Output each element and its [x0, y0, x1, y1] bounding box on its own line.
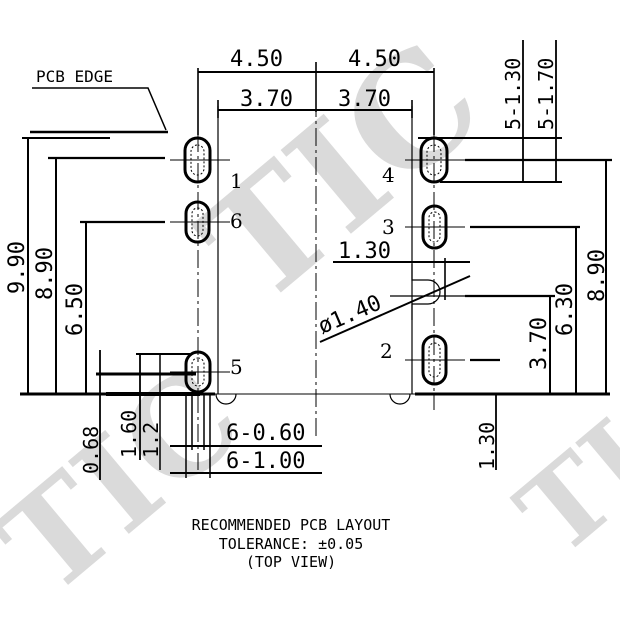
half-hole-left: [215, 393, 237, 405]
half-hole-right: [389, 393, 411, 405]
caption-tolerance: TOLERANCE: ±0.05: [219, 535, 364, 553]
dim-left-inner-label: 3.70: [240, 87, 293, 112]
dimension-labels: PCB EDGE 4.50 4.50 3.70 3.70 5-1.30 5-1.…: [5, 47, 610, 474]
pin-2-label: 2: [380, 339, 393, 363]
pin-5-label: 5: [230, 355, 243, 379]
pin-6-label: 6: [230, 209, 243, 233]
dim-1-30-top-label: 1.30: [338, 239, 391, 264]
dim-1-2-label: 1.2: [139, 422, 163, 458]
pin-3-label: 3: [382, 215, 395, 239]
watermark-text-3: TIC: [494, 339, 620, 580]
slot-pin-1-inner: [190, 144, 205, 176]
pin-1-label: 1: [230, 169, 243, 193]
dim-1-60-label: 1.60: [117, 410, 141, 458]
pcb-edge-label: PCB EDGE: [36, 67, 113, 86]
pcb-edge-leader: [32, 87, 167, 131]
h-8-90-right-label: 8.90: [585, 249, 610, 302]
h-6-50-label: 6.50: [63, 283, 88, 336]
h-9-90-label: 9.90: [5, 241, 30, 294]
caption-title: RECOMMENDED PCB LAYOUT: [192, 516, 391, 534]
h-3-70-label: 3.70: [527, 317, 552, 370]
dim-right-top-label: 4.50: [348, 47, 401, 72]
caption: RECOMMENDED PCB LAYOUT TOLERANCE: ±0.05 …: [192, 516, 391, 571]
dim-6-0-60-label: 6-0.60: [226, 421, 305, 446]
h-6-30-label: 6.30: [553, 283, 578, 336]
dia-leader: [319, 275, 471, 343]
watermark-text-1: TIC: [170, 9, 514, 337]
hole-notch: [411, 264, 441, 320]
h-8-90-left-label: 8.90: [33, 247, 58, 300]
dim-right-inner-label: 3.70: [338, 87, 391, 112]
slot-top-a-label: 5-1.30: [501, 58, 525, 130]
slot-top-b-label: 5-1.70: [534, 58, 558, 130]
caption-view: (TOP VIEW): [246, 553, 336, 571]
dim-6-1-00-label: 6-1.00: [226, 449, 305, 474]
watermark-text-2: TIC: [0, 339, 270, 620]
pin-4-label: 4: [382, 163, 395, 187]
dim-1-30-bottom-label: 1.30: [475, 422, 499, 470]
dimension-lines: [22, 40, 612, 480]
dim-left-top-label: 4.50: [230, 47, 283, 72]
dim-0-68-label: 0.68: [79, 426, 103, 474]
slot-pin-2-inner: [428, 342, 441, 378]
slots: [170, 136, 465, 394]
